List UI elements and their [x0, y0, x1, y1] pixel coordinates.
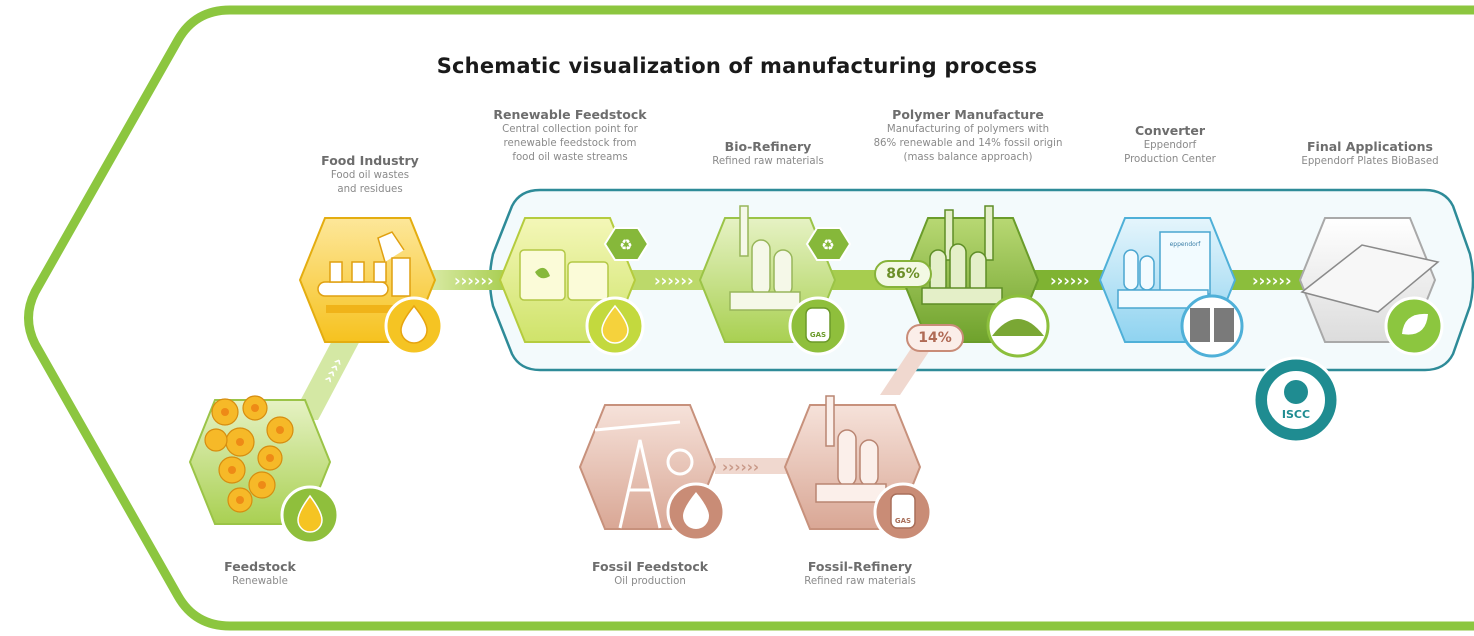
factory-conveyor-icon	[317, 231, 411, 313]
caption-fossil-feedstock: Fossil Feedstock Oil production	[580, 558, 720, 589]
stage-final-applications	[1298, 217, 1444, 356]
stage-description: Manufacturing of polymers with 86% renew…	[873, 124, 1063, 163]
caption-food-industry: Food Industry Food oil wastes and residu…	[295, 152, 445, 197]
gas-label: GAS	[895, 517, 911, 525]
stage-renewable-feedstock: ♻	[498, 217, 650, 356]
stage-title: Feedstock	[224, 559, 296, 574]
svg-text:››››››: ››››››	[1252, 271, 1292, 290]
refinery-icon	[815, 395, 887, 503]
stage-description: Refined raw materials	[712, 156, 824, 167]
iscc-label: ISCC	[1282, 408, 1310, 421]
stage-title: Polymer Manufacture	[892, 107, 1044, 122]
stage-description: Refined raw materials	[804, 576, 916, 587]
stage-bio-refinery: ♻ GAS	[698, 205, 852, 356]
outer-frame	[24, 5, 1474, 631]
caption-bio-refinery: Bio-Refinery Refined raw materials	[688, 138, 848, 169]
stage-description: Food oil wastes and residues	[330, 170, 410, 195]
svg-text:››››››: ››››››	[722, 458, 759, 476]
caption-feedstock: Feedstock Renewable	[200, 558, 320, 589]
stage-description: Eppendorf Plates BioBased	[1301, 156, 1439, 167]
gas-label: GAS	[810, 331, 826, 339]
production-center-icon	[1117, 231, 1211, 309]
caption-final-applications: Final Applications Eppendorf Plates BioB…	[1280, 138, 1460, 169]
diagram-title: Schematic visualization of manufacturing…	[436, 54, 1038, 78]
stage-feedstock	[188, 395, 340, 545]
storage-tank-icon	[519, 249, 609, 301]
stage-polymer-manufacture	[901, 205, 1050, 358]
fossil-share-badge: 14%	[906, 324, 964, 352]
stage-description: Renewable	[232, 576, 288, 587]
building-label: eppendorf	[1170, 241, 1202, 248]
stage-title: Renewable Feedstock	[493, 107, 647, 122]
stage-title: Fossil Feedstock	[591, 559, 709, 574]
stage-title: Final Applications	[1307, 139, 1433, 154]
flowers-icon	[204, 395, 294, 513]
caption-converter: Converter Eppendorf Production Center	[1095, 122, 1245, 167]
recycle-icon	[805, 227, 852, 261]
svg-text:››››››: ››››››	[454, 271, 494, 290]
stage-title: Converter	[1134, 123, 1206, 138]
stage-converter: eppendorf	[1098, 217, 1244, 358]
polymer-plant-icon	[921, 205, 1003, 305]
svg-text:♻: ♻	[821, 236, 834, 254]
recycle-icon	[603, 227, 650, 261]
caption-renewable-feedstock: Renewable Feedstock Central collection p…	[480, 106, 660, 165]
caption-fossil-refinery: Fossil-Refinery Refined raw materials	[780, 558, 940, 589]
stage-fossil-refinery: GAS	[783, 395, 933, 542]
stage-description: Eppendorf Production Center	[1124, 140, 1216, 165]
stage-title: Fossil-Refinery	[807, 559, 913, 574]
well-plate-icon	[1300, 244, 1440, 313]
caption-polymer-manufacture: Polymer Manufacture Manufacturing of pol…	[858, 106, 1078, 165]
stage-food-industry	[298, 217, 444, 356]
stage-description: Central collection point for renewable f…	[502, 124, 638, 163]
stage-description: Oil production	[614, 576, 686, 587]
svg-text:♻: ♻	[619, 236, 632, 254]
stage-title: Food Industry	[321, 153, 419, 168]
stage-title: Bio-Refinery	[724, 139, 812, 154]
renewable-share-badge: 86%	[874, 260, 932, 288]
iscc-seal-icon: ISCC	[1252, 356, 1340, 444]
oil-pump-icon	[594, 420, 694, 529]
refinery-icon	[729, 205, 801, 311]
flow-arrows: ›››››› ›››››› ›››››› ›››››› ›››› ››››››	[290, 270, 1310, 476]
stage-fossil-feedstock	[578, 404, 726, 542]
svg-text:››››››: ››››››	[654, 271, 694, 290]
svg-text:››››››: ››››››	[1050, 271, 1090, 290]
